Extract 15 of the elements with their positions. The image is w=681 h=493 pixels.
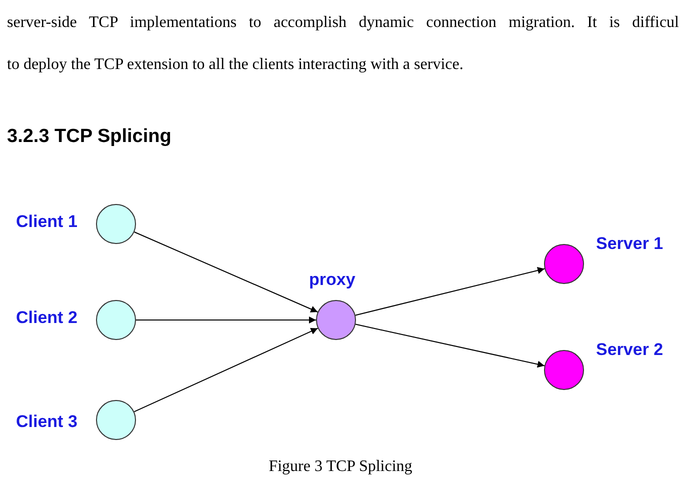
body-text-line: to deploy the TCP extension to all the clients interacting with a service. <box>7 56 464 74</box>
arrow <box>134 232 318 312</box>
node-label: Server 2 <box>596 340 664 360</box>
node-label: Server 1 <box>596 234 664 254</box>
arrow <box>354 267 546 316</box>
body-text-line: server-side TCP implementations to accomplish dynamic connection migration. It is difficul <box>7 14 679 32</box>
arrow <box>134 328 318 412</box>
node-label: proxy <box>309 270 356 290</box>
arrow <box>355 324 545 368</box>
node-label: Client 3 <box>16 412 78 432</box>
arrow <box>136 316 316 324</box>
node-label: Client 2 <box>16 308 78 328</box>
node-label: Client 1 <box>16 212 78 232</box>
section-heading: 3.2.3 TCP Splicing <box>7 126 172 148</box>
figure-caption: Figure 3 TCP Splicing <box>268 458 414 476</box>
